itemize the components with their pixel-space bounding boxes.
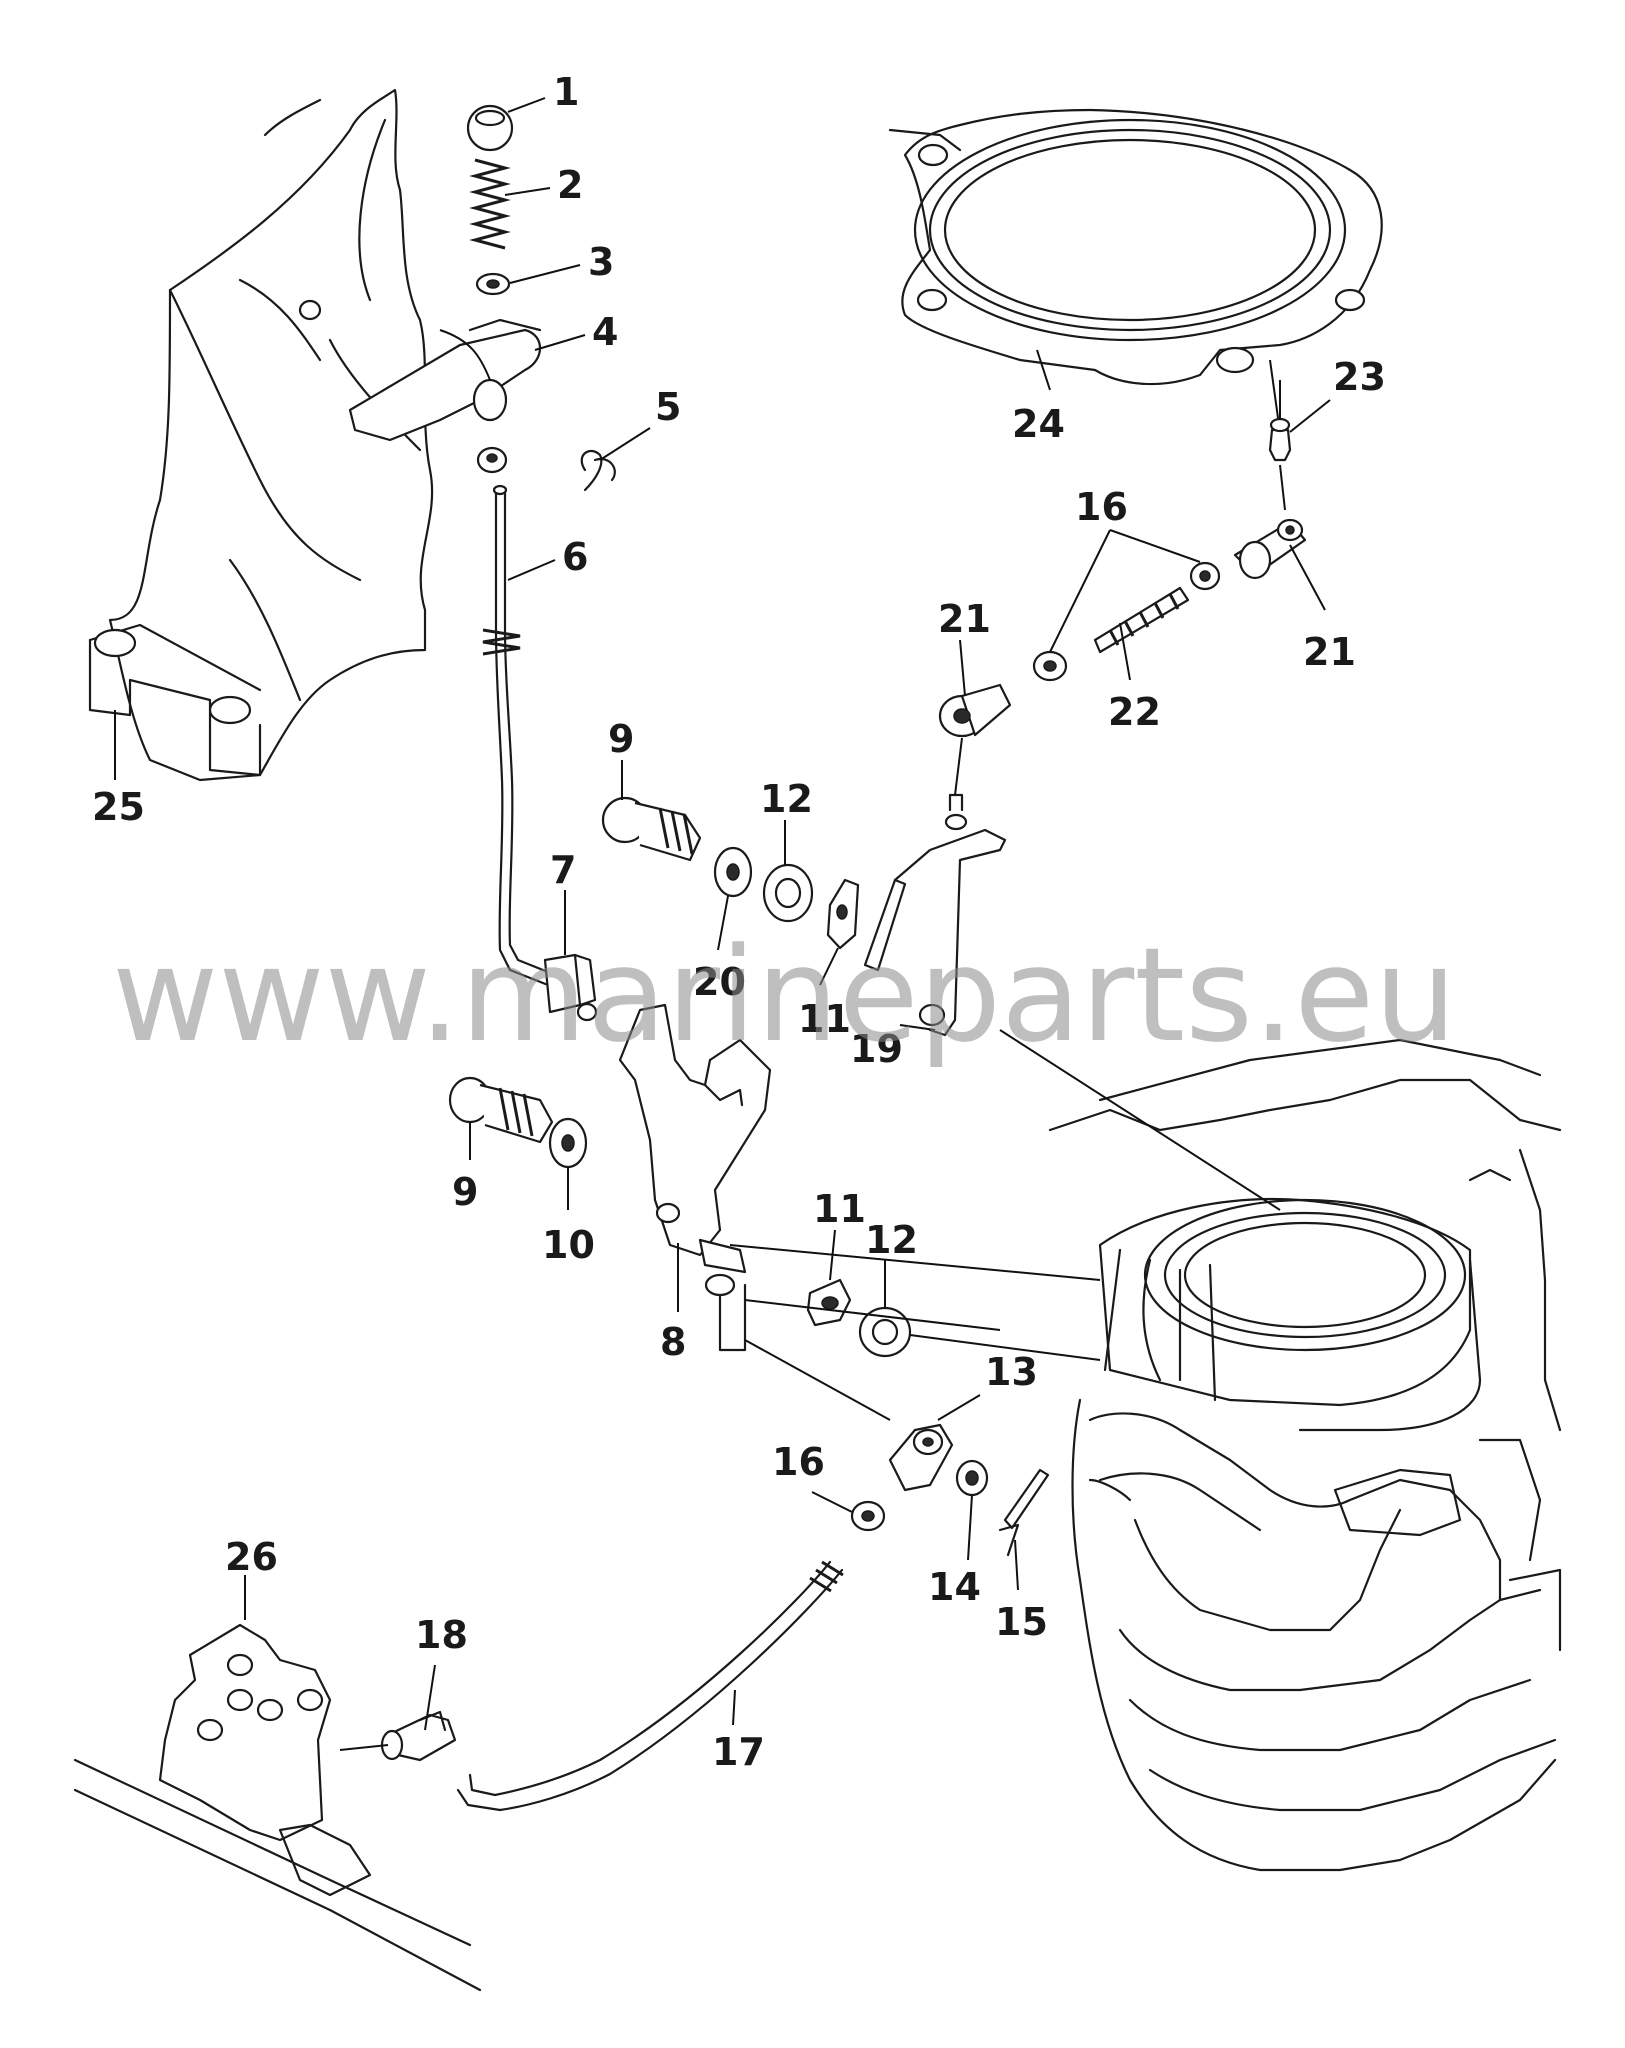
part-6-shift-rod (482, 484, 550, 987)
callout-8: 8 (660, 1320, 686, 1364)
part-9-bolt-upper (601, 796, 702, 862)
callout-14: 14 (928, 1565, 981, 1609)
part-18-clevis (380, 1710, 457, 1762)
callout-3: 3 (588, 240, 614, 284)
part-1-cap (466, 104, 514, 152)
callout-10: 10 (542, 1223, 595, 1267)
callout-20: 20 (693, 960, 746, 1004)
part-13-rod-end (888, 1423, 954, 1492)
part-16-nut-lower (850, 1500, 886, 1532)
part-16-nut-right (1189, 561, 1221, 591)
part-14-washer (955, 1459, 989, 1497)
part-22-threaded-rod (1093, 586, 1190, 654)
callout-12-upper: 12 (760, 777, 813, 821)
callout-26: 26 (225, 1535, 278, 1579)
callout-22: 22 (1108, 690, 1161, 734)
part-10-washer (548, 1117, 588, 1169)
leader-lines (114, 97, 1331, 1751)
part-20-washer (713, 846, 753, 898)
callout-21-right: 21 (1303, 630, 1356, 674)
part-5-clip (580, 449, 616, 492)
part-25-mounting-bracket (88, 88, 434, 782)
callout-4: 4 (592, 310, 618, 354)
callout-1: 1 (553, 70, 579, 114)
part-23-stud (1268, 417, 1292, 462)
part-21-rod-end-right (1233, 518, 1307, 580)
part-12-bushing-upper (762, 863, 814, 923)
part-26-mounting-plate (73, 1623, 482, 1992)
part-19-bracket (863, 793, 1007, 1037)
engine-block (1048, 1038, 1562, 1872)
callout-25: 25 (92, 785, 145, 829)
part-3-washer (475, 272, 511, 296)
watermark-text: www.marineparts.eu (112, 919, 1457, 1071)
part-8-shift-lever (618, 1003, 772, 1352)
callout-19: 19 (850, 1027, 903, 1071)
part-11-clip-upper (826, 878, 860, 950)
part-16-nut-left (1032, 650, 1068, 682)
callout-13: 13 (985, 1350, 1038, 1394)
callout-9-lower: 9 (452, 1170, 478, 1214)
part-24-flywheel-cover (888, 108, 1383, 386)
part-12-bushing-lower (858, 1306, 912, 1358)
part-4-shift-lever (348, 318, 542, 442)
part-11-clip-lower (806, 1278, 852, 1327)
part-9-bolt-lower (448, 1076, 554, 1144)
callout-6: 6 (562, 535, 588, 579)
callout-15: 15 (995, 1600, 1048, 1644)
callout-labels: 1 2 3 4 5 6 7 9 12 20 11 19 21 16 22 21 … (92, 70, 1386, 1774)
part-7-block (543, 953, 598, 1022)
callout-21-left: 21 (938, 597, 991, 641)
callout-23: 23 (1333, 355, 1386, 399)
callout-16-lower: 16 (772, 1440, 825, 1484)
callout-2: 2 (557, 163, 583, 207)
part-21-rod-end-left (938, 683, 1012, 738)
callout-7: 7 (550, 848, 576, 892)
part-17-link-rod (456, 1560, 844, 1812)
callout-9-upper: 9 (608, 717, 634, 761)
part-2-spring (469, 158, 511, 250)
callout-12-lower: 12 (865, 1218, 918, 1262)
callout-16-upper: 16 (1075, 485, 1128, 529)
callout-11-lower: 11 (813, 1187, 866, 1231)
callout-18: 18 (415, 1613, 468, 1657)
callout-11-upper: 11 (798, 997, 851, 1041)
part-nut-upper (476, 446, 508, 474)
callout-24: 24 (1012, 402, 1065, 446)
part-15-cotter-pin (998, 1468, 1050, 1557)
callout-17: 17 (712, 1730, 765, 1774)
callout-5: 5 (655, 385, 681, 429)
